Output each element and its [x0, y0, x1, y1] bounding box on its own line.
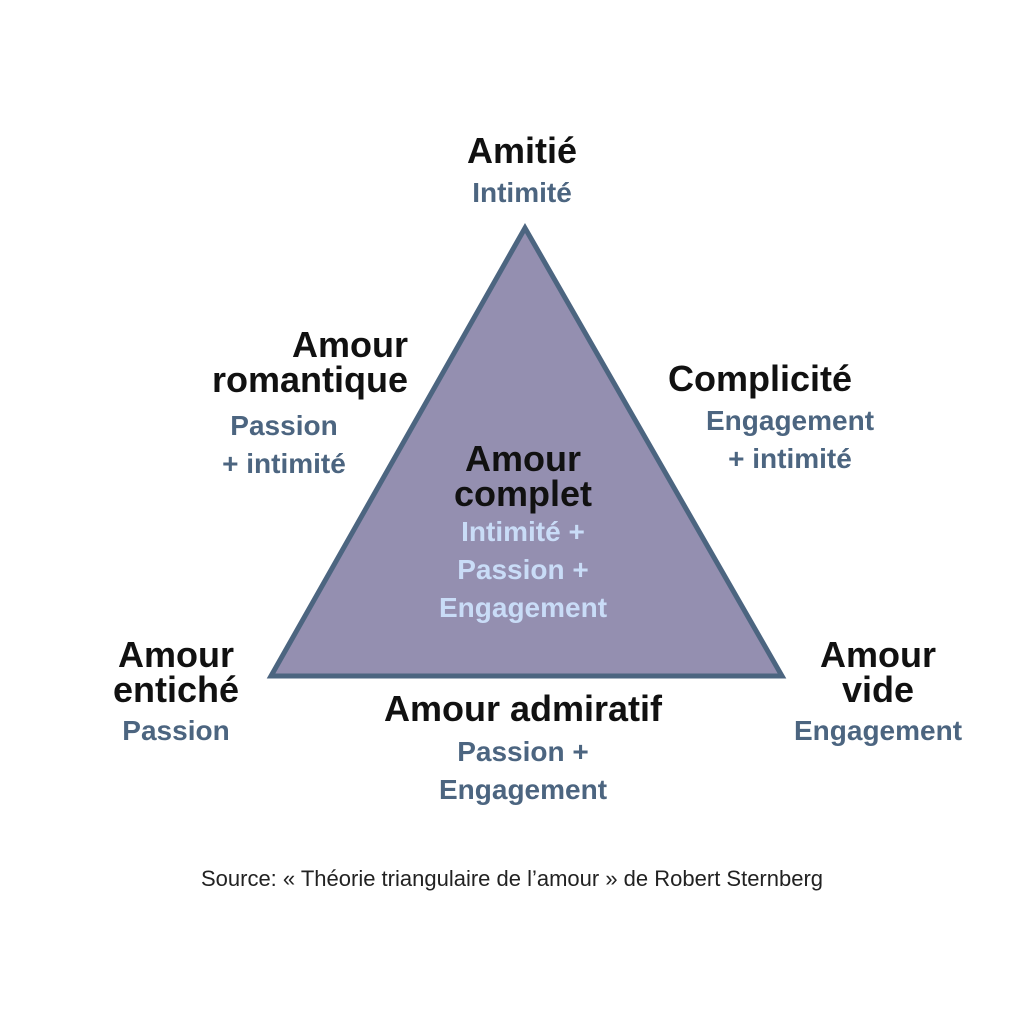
source-caption: Source: « Théorie triangulaire de l’amou…: [200, 866, 824, 891]
node-amour-romantique: Amour romantique: [211, 324, 408, 400]
node-amour-vide: Amour vide Engagement: [793, 634, 963, 747]
node-complicite-sub: Engagement + intimité: [705, 405, 875, 474]
node-amour-admiratif: Amour admiratif Passion + Engagement: [383, 688, 663, 806]
node-amitie: Amitié Intimité: [466, 130, 578, 209]
love-triangle: [266, 222, 787, 679]
node-amour-romantique-sub: Passion + intimité: [222, 410, 346, 479]
node-amour-entiche: Amour entiché Passion: [112, 634, 240, 747]
node-amour-complet: Amour complet Intimité + Passion + Engag…: [438, 438, 608, 624]
node-complicite: Complicité: [667, 358, 853, 399]
